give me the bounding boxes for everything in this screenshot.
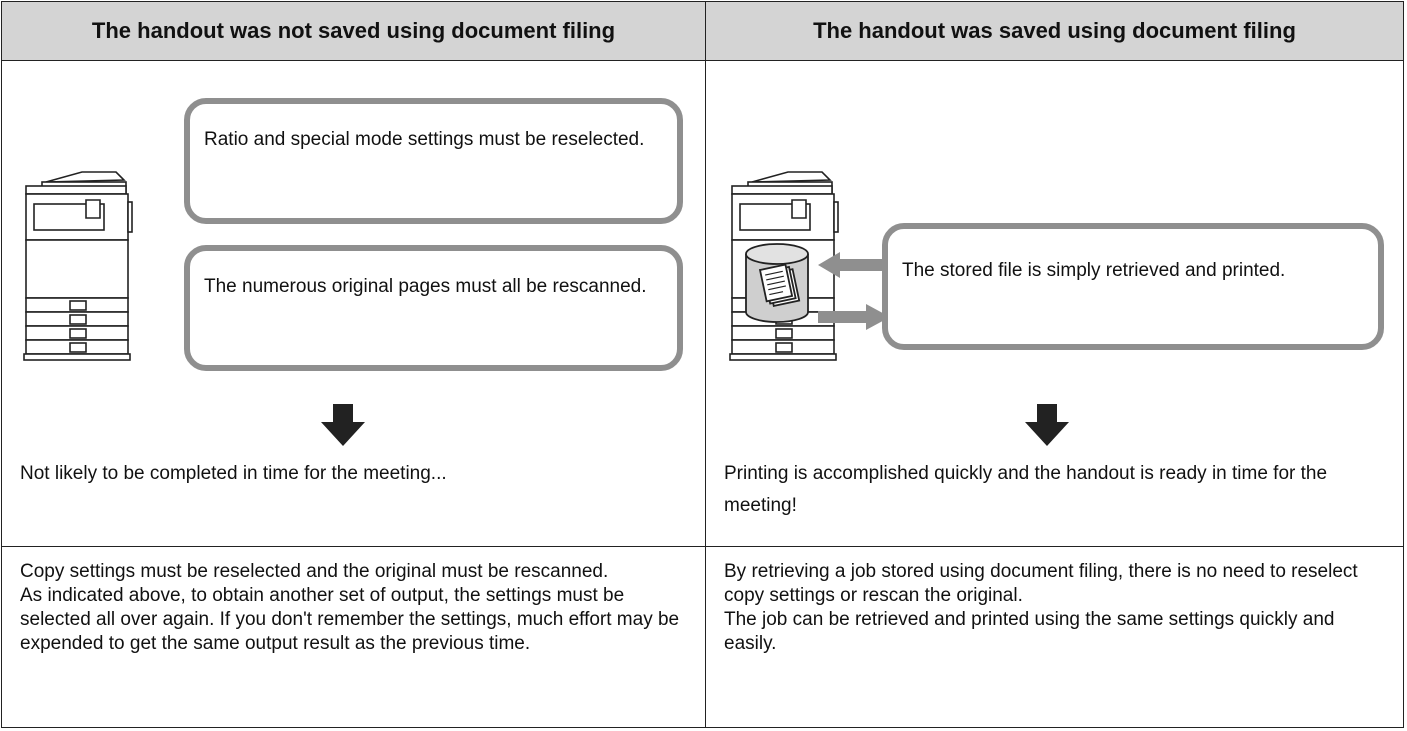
header-saved: The handout was saved using document fil… <box>706 2 1403 61</box>
header-saved-label: The handout was saved using document fil… <box>813 18 1296 43</box>
callout-retrieved-text: The stored file is simply retrieved and … <box>902 260 1286 281</box>
result-saved: Printing is accomplished quickly and the… <box>724 458 1384 522</box>
callout-reselect: Ratio and special mode settings must be … <box>184 98 683 224</box>
callout-reselect-text: Ratio and special mode settings must be … <box>204 129 645 150</box>
note-saved-line-2: The job can be retrieved and printed usi… <box>724 609 1335 654</box>
callout-rescan: The numerous original pages must all be … <box>184 245 683 371</box>
down-arrow-icon <box>321 404 365 446</box>
column-divider <box>705 2 706 727</box>
header-not-saved-label: The handout was not saved using document… <box>91 18 616 43</box>
right-arrow-icon <box>818 304 890 330</box>
callout-rescan-text: The numerous original pages must all be … <box>204 276 647 297</box>
header-not-saved: The handout was not saved using document… <box>2 2 705 61</box>
callout-retrieved: The stored file is simply retrieved and … <box>882 223 1384 350</box>
row-divider <box>2 546 1403 547</box>
note-not-saved: Copy settings must be reselected and the… <box>20 560 690 656</box>
down-arrow-icon <box>1025 404 1069 446</box>
result-not-saved-text: Not likely to be completed in time for t… <box>20 463 447 484</box>
copier-icon <box>23 171 133 361</box>
document-storage-icon <box>745 243 809 323</box>
note-saved: By retrieving a job stored using documen… <box>724 560 1384 656</box>
result-not-saved: Not likely to be completed in time for t… <box>20 458 690 490</box>
result-saved-text: Printing is accomplished quickly and the… <box>724 463 1328 516</box>
note-not-saved-line-2: As indicated above, to obtain another se… <box>20 585 680 654</box>
note-saved-line-1: By retrieving a job stored using documen… <box>724 561 1358 606</box>
note-not-saved-line-1: Copy settings must be reselected and the… <box>20 561 609 582</box>
left-arrow-icon <box>818 252 886 278</box>
